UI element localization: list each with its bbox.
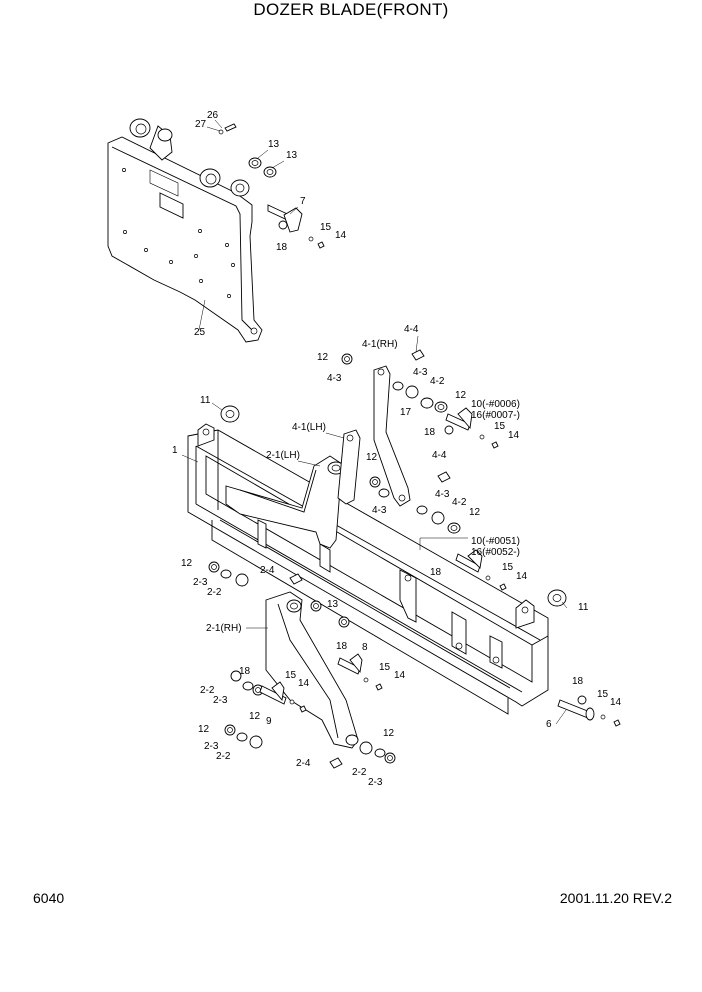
- callout-c4_3d: 4-3: [372, 505, 387, 516]
- middle-link-hardware: [369, 471, 507, 591]
- rh-arm-hardware: [208, 561, 396, 769]
- callout-c2_1rh: 2-1(RH): [206, 623, 242, 634]
- callout-c16a: 16(#0007-): [471, 410, 520, 421]
- callout-c11a: 11: [200, 395, 211, 406]
- callout-c14d: 14: [394, 670, 406, 681]
- callout-c15c: 15: [502, 562, 514, 573]
- callout-c18b: 18: [424, 427, 436, 438]
- plate-hardware: [218, 123, 325, 249]
- callout-c10a: 10(-#0006): [471, 399, 520, 410]
- callout-c14c: 14: [516, 571, 528, 582]
- callout-c18f: 18: [572, 676, 584, 687]
- callout-c2_2c: 2-2: [216, 751, 231, 762]
- callout-c12e: 12: [181, 558, 193, 569]
- callout-c4_2a: 4-2: [430, 376, 445, 387]
- callout-c12h: 12: [383, 728, 395, 739]
- callout-c12b: 12: [455, 390, 467, 401]
- mounting-plate-25: [107, 118, 263, 343]
- callout-c13a: 13: [268, 139, 280, 150]
- pin-6: [557, 695, 621, 727]
- callout-c11b: 11: [578, 602, 589, 613]
- callout-c8: 8: [362, 642, 368, 653]
- callout-c15d: 15: [379, 662, 391, 673]
- callout-c25: 25: [194, 327, 206, 338]
- callout-c12d: 12: [469, 507, 481, 518]
- page-number: 6040: [33, 890, 65, 906]
- callout-c4_2b: 4-2: [452, 497, 467, 508]
- callout-c26: 26: [207, 110, 219, 121]
- callout-c12a: 12: [317, 352, 329, 363]
- callout-c2_2a: 2-2: [207, 587, 222, 598]
- callout-c2_3d: 2-3: [368, 777, 383, 788]
- callout-c4_1lh: 4-1(LH): [292, 422, 326, 433]
- callout-c18c: 18: [430, 567, 442, 578]
- callout-c4_3b: 4-3: [413, 367, 428, 378]
- callout-c14e: 14: [298, 678, 310, 689]
- link-4-1-lh: [337, 429, 361, 505]
- callout-c18a: 18: [276, 242, 288, 253]
- callout-c16b: 16(#0052-): [471, 547, 520, 558]
- callout-c13b: 13: [286, 150, 298, 161]
- callout-c10b: 10(-#0051): [471, 536, 520, 547]
- leader-lines: [181, 119, 568, 725]
- callout-c12g: 12: [198, 724, 210, 735]
- callout-c18d: 18: [336, 641, 348, 652]
- callout-c2_3c: 2-3: [204, 741, 219, 752]
- callout-c4_4b: 4-4: [432, 450, 447, 461]
- callout-c17: 17: [400, 407, 412, 418]
- callout-c1: 1: [172, 445, 178, 456]
- link-4-1-rh: [373, 365, 411, 507]
- bumper-11: [220, 405, 567, 607]
- blade-frame-1: [187, 423, 549, 715]
- callout-c7: 7: [300, 196, 306, 207]
- arm-2-1-rh: [265, 591, 359, 749]
- callout-c9: 9: [266, 716, 272, 727]
- callout-c15f: 15: [597, 689, 609, 700]
- callout-c13c: 13: [327, 599, 339, 610]
- callout-c15b: 15: [494, 421, 506, 432]
- revision-stamp: 2001.11.20 REV.2: [559, 890, 672, 906]
- callout-c2_3b: 2-3: [213, 695, 228, 706]
- callout-c14f: 14: [610, 697, 622, 708]
- arm-2-1-lh: [225, 455, 345, 549]
- callout-c2_2b: 2-2: [200, 685, 215, 696]
- rh-link-hardware: [341, 349, 499, 449]
- callout-c27: 27: [195, 119, 207, 130]
- callout-c6: 6: [546, 719, 552, 730]
- callout-c15a: 15: [320, 222, 332, 233]
- callout-c18e: 18: [239, 666, 251, 677]
- callout-c4_1rh: 4-1(RH): [362, 339, 398, 350]
- callout-c12f: 12: [249, 711, 261, 722]
- callout-c4_3c: 4-3: [435, 489, 450, 500]
- page-title: DOZER BLADE(FRONT): [253, 0, 449, 19]
- callout-c2_2d: 2-2: [352, 767, 367, 778]
- callout-c14b: 14: [508, 430, 520, 441]
- callout-c12c: 12: [366, 452, 378, 463]
- callout-c4_4a: 4-4: [404, 324, 419, 335]
- callout-c2_3a: 2-3: [193, 577, 208, 588]
- callout-c2_1lh: 2-1(LH): [266, 450, 300, 461]
- callout-c2_4a: 2-4: [260, 565, 275, 576]
- callout-c2_4b: 2-4: [296, 758, 311, 769]
- callout-c4_3a: 4-3: [327, 373, 342, 384]
- callout-c14a: 14: [335, 230, 347, 241]
- callout-c15e: 15: [285, 670, 297, 681]
